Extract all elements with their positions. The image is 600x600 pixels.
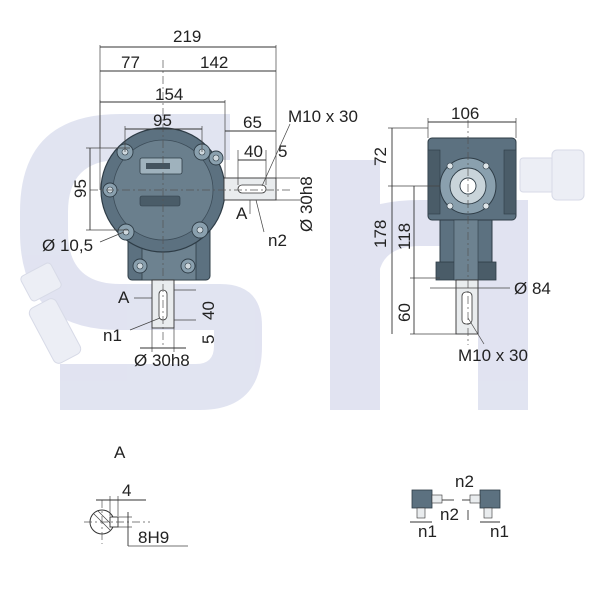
side-shaft-keyway (461, 291, 473, 325)
side-diameter-84: Ø 84 (514, 279, 551, 298)
dim-154: 154 (155, 85, 183, 104)
dim-95-vertical: 95 (71, 179, 90, 198)
dim-219: 219 (173, 27, 201, 46)
hole-diameter: Ø 10,5 (42, 236, 93, 255)
dim-178: 178 (371, 220, 390, 248)
shaft-label-n2: n2 (268, 231, 287, 250)
shaft-label-n1: n1 (103, 326, 122, 345)
watermark-letter-h-left (330, 160, 380, 410)
dim-key-4: 4 (122, 481, 131, 500)
legend-right-n1: n1 (490, 522, 509, 541)
side-flange-left (427, 149, 441, 215)
section-detail-a: A 4 8H9 (84, 443, 188, 547)
shaft-diameter-side: Ø 30h8 (297, 176, 316, 232)
watermark-letter-s (20, 114, 262, 410)
bolt-spec-side: M10 x 30 (458, 346, 528, 365)
legend-left-n1: n1 (418, 522, 437, 541)
section-title-a: A (114, 443, 126, 462)
legend-unit-left (410, 489, 454, 523)
section-marker-a-side: A (236, 204, 248, 223)
dim-95-top: 95 (153, 111, 172, 130)
rotation-legend: n1 n2 n2 n1 (410, 472, 509, 541)
front-view-dimensions: 219 77 142 154 95 65 40 5 M10 x 30 Ø 30h… (42, 27, 358, 370)
bolt-spec-front: M10 x 30 (288, 107, 358, 126)
dim-40-side: 40 (244, 142, 263, 161)
dim-142: 142 (200, 53, 228, 72)
dim-5-side: 5 (278, 142, 287, 161)
side-shaft-housing (453, 219, 479, 281)
dim-keyway-8h9: 8H9 (138, 528, 169, 547)
shaft-diameter-bottom: Ø 30h8 (134, 351, 190, 370)
legend-left-n2: n2 (440, 505, 459, 524)
legend-right-n2: n2 (455, 472, 474, 491)
dim-65: 65 (243, 113, 262, 132)
side-flange-right (503, 149, 517, 215)
name-plate-slot (146, 163, 170, 169)
watermark-sh (20, 114, 585, 410)
legend-unit-right (462, 489, 501, 523)
fitting-left (20, 262, 82, 364)
housing-slot (139, 195, 181, 207)
side-view-dimensions: 106 72 178 118 60 Ø 84 M10 x 30 (371, 104, 551, 365)
dim-72: 72 (371, 147, 390, 166)
section-marker-a-bottom: A (118, 288, 130, 307)
dim-5-bottom: 5 (199, 335, 218, 344)
fitting-right (519, 149, 585, 201)
dim-60: 60 (395, 303, 414, 322)
dim-40-bottom: 40 (199, 301, 218, 320)
side-flange-bolts (446, 162, 490, 210)
dim-106: 106 (451, 104, 479, 123)
side-shaft-keyway (237, 184, 267, 194)
dim-77: 77 (121, 53, 140, 72)
dim-118: 118 (395, 223, 414, 250)
